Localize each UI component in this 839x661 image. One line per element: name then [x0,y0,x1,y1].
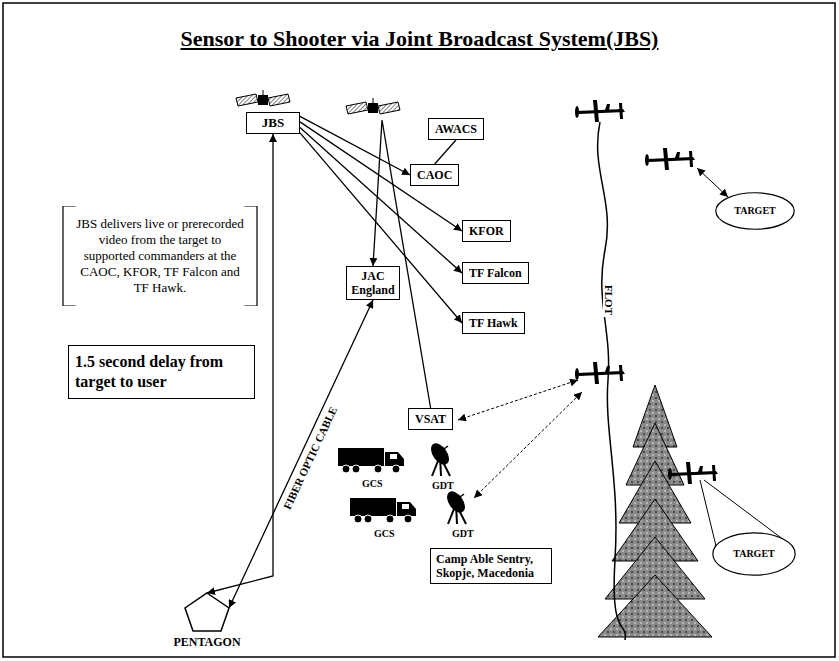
node-text: TF Falcon [469,266,522,280]
equipment-label: GDT [432,480,454,492]
node-text: VSAT [415,412,446,426]
node-text: KFOR [469,224,504,238]
connector [300,116,410,175]
unit-box: AWACS [428,118,484,140]
connector [435,140,456,164]
pentagon-node: PENTAGON [165,592,249,649]
line-label: FLOT [603,283,615,317]
unit-box: TF Falcon [462,262,529,284]
node-text: JBS [253,116,293,130]
node-text: TARGET [733,547,775,561]
node-text: JBS delivers live or prerecorded video f… [76,216,244,296]
pentagon-outline [184,592,230,632]
connector [300,127,462,273]
unit-box: CAOC [410,164,459,186]
unit-box: VSAT [408,408,453,430]
node-text: Camp Able Sentry, Skopje, Macedonia [436,552,546,580]
node-text: TARGET [734,204,776,218]
note-bracket: JBS delivers live or prerecorded video f… [62,206,258,306]
equipment-label: GCS [374,528,395,540]
node-text: AWACS [435,122,477,136]
node-text: CAOC [417,168,452,182]
node-text: PENTAGON [165,635,249,649]
unit-box: JBS [246,112,300,134]
equipment-label: GCS [362,478,383,490]
note-box: 1.5 second delay from target to user [68,345,255,399]
equipment-label: GDT [452,528,474,540]
node-text: 1.5 second delay from target to user [75,352,248,392]
target-ellipse: TARGET [712,532,796,576]
unit-box: JAC England [346,266,400,300]
edge-label: FIBER OPTIC CABLE [280,403,340,513]
node-text: JAC England [349,269,397,297]
unit-box: TF Hawk [462,312,525,334]
target-ellipse: TARGET [715,192,795,230]
slide-title: Sensor to Shooter via Joint Broadcast Sy… [0,26,839,52]
location-box: Camp Able Sentry, Skopje, Macedonia [430,548,552,584]
unit-box: KFOR [462,220,511,242]
node-text: TF Hawk [469,316,518,330]
connector [300,133,462,323]
